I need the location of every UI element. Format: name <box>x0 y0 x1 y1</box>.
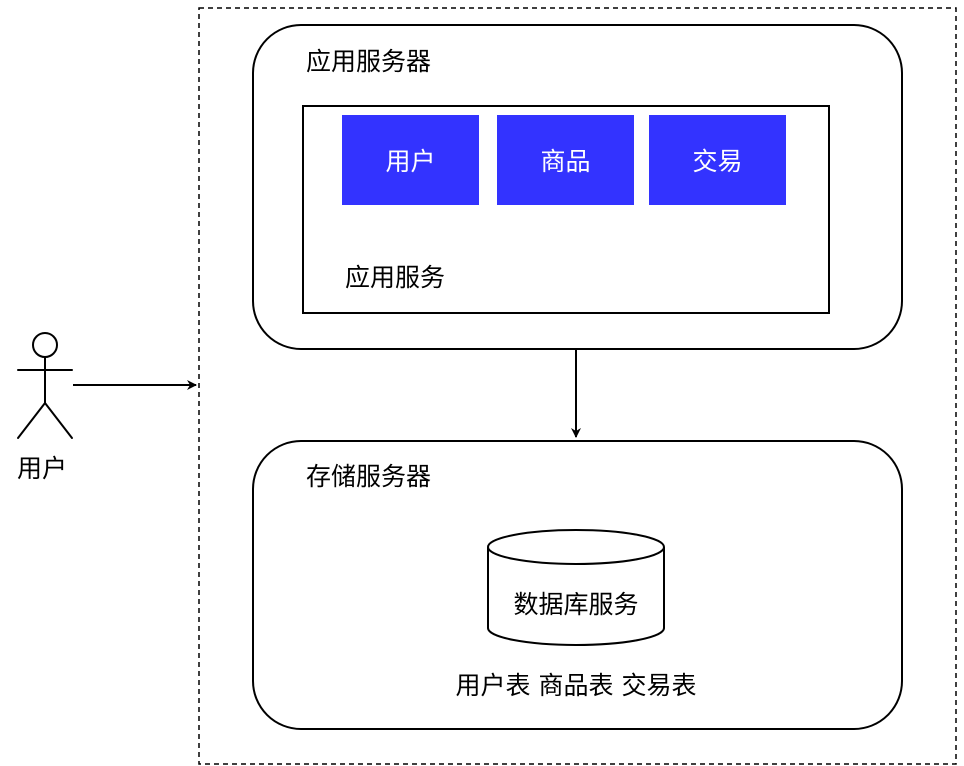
database-label: 数据库服务 <box>513 590 639 619</box>
user-label: 用户 <box>17 454 68 483</box>
system-boundary <box>198 7 957 765</box>
app-service-label: 应用服务 <box>345 263 446 292</box>
app-server-title: 应用服务器 <box>306 47 432 76</box>
module-product[interactable]: 商品 <box>497 115 634 205</box>
storage-server-title: 存储服务器 <box>306 462 432 491</box>
database-cylinder <box>487 529 665 646</box>
tables-label: 用户表 商品表 交易表 <box>455 671 697 700</box>
module-trade[interactable]: 交易 <box>649 115 786 205</box>
user-actor-icon <box>17 332 73 439</box>
module-user[interactable]: 用户 <box>342 115 479 205</box>
